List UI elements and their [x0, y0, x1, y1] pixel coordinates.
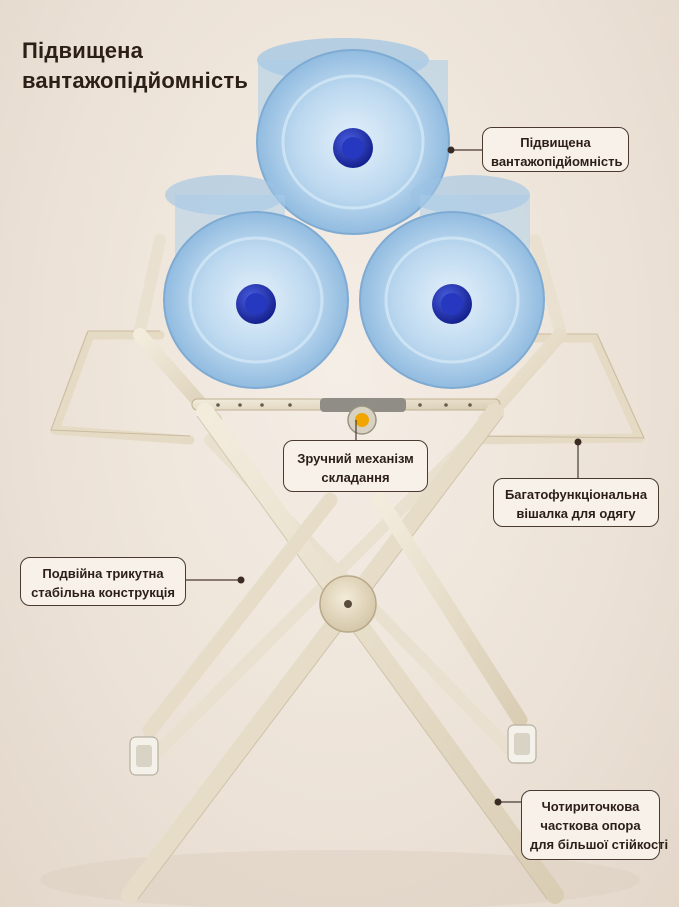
- callout-support-line-3: для більшої стійкості: [530, 837, 669, 852]
- front-frame-edge: [137, 415, 548, 900]
- callout-four-point-support: Чотириточкова часткова опора для більшої…: [521, 790, 669, 860]
- headline-line-1: Підвищена: [22, 38, 144, 63]
- callout-double-line-1: Подвійна трикутна: [42, 566, 164, 581]
- callout-load-capacity-line-1: Підвищена: [520, 135, 591, 150]
- callout-double-line-2: стабільна конструкція: [31, 585, 175, 600]
- callout-load-capacity: Підвищена вантажопідйомність: [482, 127, 629, 172]
- headline: Підвищена вантажопідйомність: [22, 36, 282, 96]
- bottle-top: [256, 38, 450, 235]
- headline-line-2: вантажопідйомність: [22, 68, 249, 93]
- callout-double-triangle: Подвійна трикутна стабільна конструкція: [20, 557, 186, 606]
- callout-hanger-line-2: вішалка для одягу: [516, 506, 636, 521]
- callout-support-line-2: часткова опора: [540, 818, 641, 833]
- front-frame: [121, 403, 564, 904]
- lower-legs: [142, 492, 528, 738]
- floor-shadow: [40, 850, 640, 907]
- callout-folding-line-1: Зручний механізм: [297, 451, 414, 466]
- hanger-left-outline: [50, 330, 191, 437]
- caster-wheel-left: [129, 736, 159, 776]
- central-hinge: [319, 575, 377, 633]
- folding-knob: [320, 398, 406, 435]
- leader-lines: [186, 149, 579, 803]
- callout-folding-line-2: складання: [321, 470, 390, 485]
- callout-load-capacity-line-2: вантажопідйомність: [491, 154, 623, 169]
- bottle-left: [163, 175, 349, 389]
- hanger-left: [50, 330, 195, 445]
- leader-dots: [237, 146, 582, 806]
- callout-hanger-line-1: Багатофункціональна: [504, 487, 648, 502]
- callout-clothes-hanger: Багатофункціональна вішалка для одягу: [493, 478, 659, 527]
- callout-folding-mechanism: Зручний механізм складання: [283, 440, 428, 492]
- caster-wheel-right: [507, 724, 537, 764]
- bottle-right: [359, 175, 545, 389]
- callout-support-line-1: Чотириточкова: [541, 799, 640, 814]
